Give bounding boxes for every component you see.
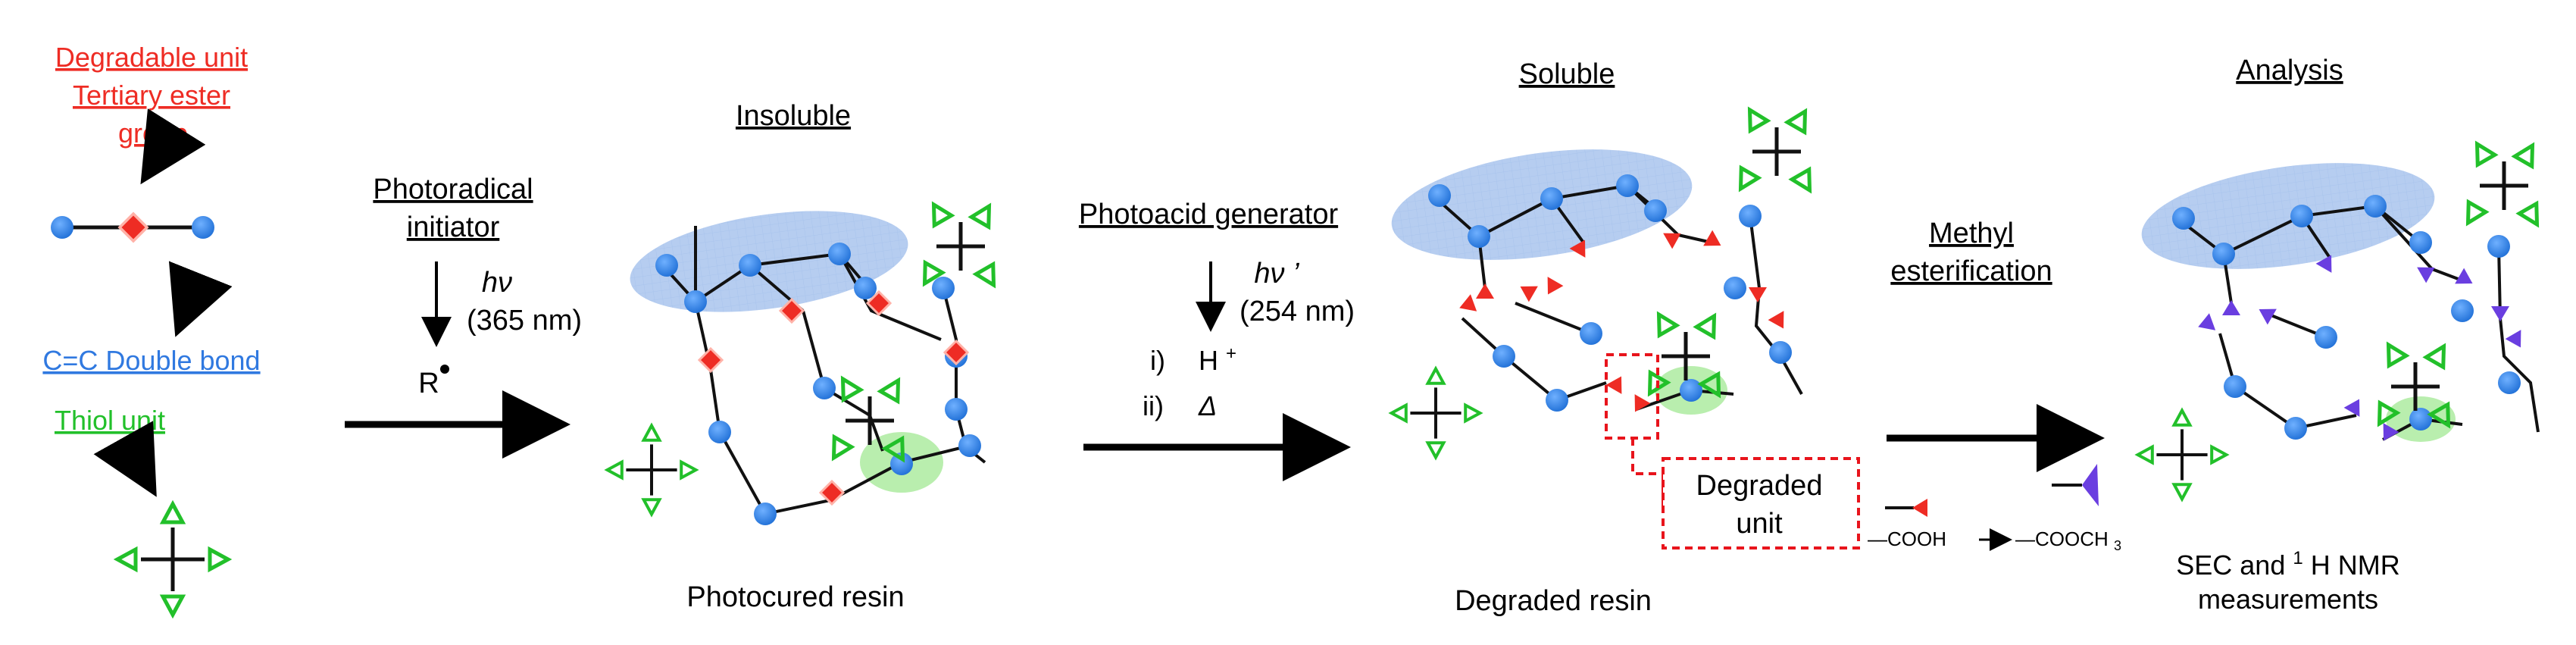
legend-degradable-line2: Tertiary ester (73, 80, 230, 111)
monomer-icon (51, 212, 214, 243)
step1-radical: R (418, 368, 439, 399)
step3-ester-sub: 3 (2114, 538, 2121, 553)
step1-reagent-line1: Photoradical (373, 174, 533, 205)
stage3-caption-sup: 1 (2293, 548, 2302, 568)
methyl-ester-icon (2052, 464, 2099, 506)
stage3-caption-line2: measurements (2198, 584, 2378, 615)
stage3-caption-a: SEC and (2176, 550, 2293, 581)
callout-connector (1631, 438, 1665, 506)
legend-double-bond: C=C Double bond (42, 345, 260, 376)
stage1-caption: Photocured resin (686, 581, 904, 613)
stage2-callout-line2: unit (1736, 508, 1783, 540)
legend: Degradable unit Tertiary ester group C=C… (42, 42, 261, 615)
acid-group-icon (1885, 499, 1927, 517)
legend-degradable-line3: group (118, 117, 188, 149)
step1-reagent-line2: initiator (407, 211, 500, 243)
stage2-header: Soluble (1519, 58, 1615, 90)
step2: Photoacid generator hν ’ (254 nm) i) H +… (1079, 199, 1355, 481)
stage2-callout-box (1662, 457, 1860, 550)
red-pointer-arrow-icon (140, 108, 206, 185)
stage2: Soluble (1384, 58, 1860, 617)
step1-hv: hν (482, 267, 512, 299)
step1-wavelength: (365 nm) (467, 305, 582, 337)
blue-pointer-arrow-icon (168, 261, 233, 337)
stage3-header: Analysis (2236, 55, 2343, 86)
stage3-caption-b: H NMR (2311, 550, 2400, 581)
radical-dot-icon (440, 365, 449, 374)
legend-thiol: Thiol unit (55, 405, 165, 436)
stage2-caption: Degraded resin (1455, 585, 1652, 617)
green-pointer-arrow-icon (93, 421, 157, 497)
svg-text:H +: H + (1199, 343, 1236, 376)
stage2-callout-line1: Degraded (1696, 470, 1823, 502)
step2-hv: hν ’ (1254, 258, 1299, 290)
step3: Methyl esterification —COOH —COOCH 3 (1868, 218, 2121, 553)
step2-cond-i-sup: + (1226, 343, 1236, 364)
step2-cond-i-num: i) (1150, 345, 1165, 376)
step3-ester: —COOCH (2015, 528, 2109, 550)
svg-text:SEC and 1 H NMR: SEC and 1 H NMR (2176, 539, 2399, 581)
stage1: Insoluble Photocured resin (608, 100, 1002, 613)
stage3: Analysis (2135, 55, 2546, 615)
stage1-header: Insoluble (736, 100, 851, 132)
step3-reagent-line2: esterification (1890, 255, 2052, 287)
step1: Photoradical initiator hν (365 nm) R (345, 174, 582, 459)
legend-degradable-line1: Degradable unit (55, 42, 248, 73)
step2-cond-ii-num: ii) (1143, 390, 1164, 421)
step3-acid: —COOH (1868, 528, 1946, 550)
stage2-degraded-unit-box (1605, 353, 1659, 440)
step3-reagent-line1: Methyl (1929, 218, 2014, 249)
step2-cond-ii: Δ (1198, 390, 1217, 421)
step2-reagent: Photoacid generator (1079, 199, 1339, 230)
step2-wavelength: (254 nm) (1240, 296, 1355, 327)
svg-text:—COOCH 3: —COOCH 3 (2015, 528, 2121, 553)
step2-cond-i: H (1199, 345, 1218, 376)
